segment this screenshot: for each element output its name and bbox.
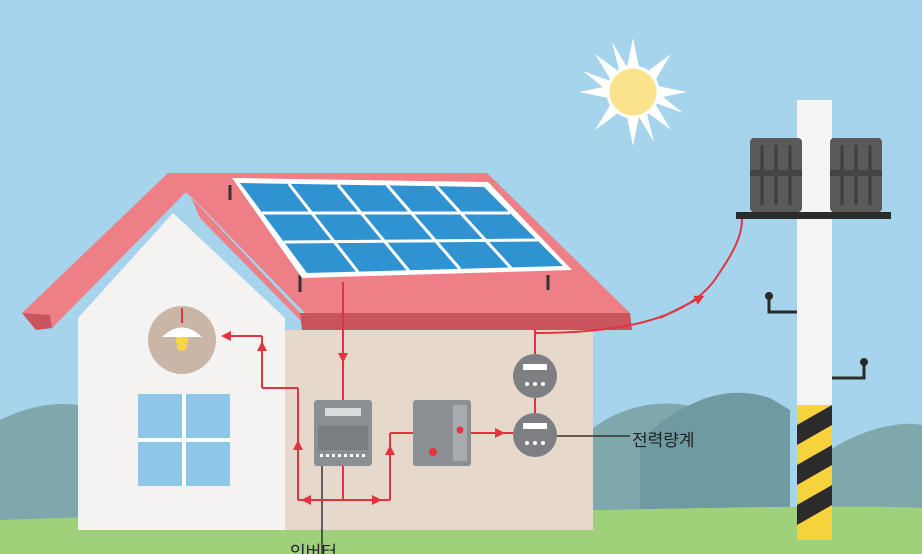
power-meter-top: [513, 354, 557, 398]
inverter-device: [314, 400, 372, 554]
utility-pole: [736, 100, 891, 540]
inverter-label: 인버터: [290, 543, 337, 554]
house-window: [138, 394, 230, 486]
ceiling-lamp-icon: [148, 306, 216, 374]
power-meter-bottom: [513, 413, 630, 457]
battery-device: [413, 400, 471, 466]
wiring: [221, 218, 743, 505]
power-meter-label: 전력량계: [632, 431, 695, 451]
sun-icon: [579, 38, 687, 146]
solar-panel: [228, 178, 572, 292]
